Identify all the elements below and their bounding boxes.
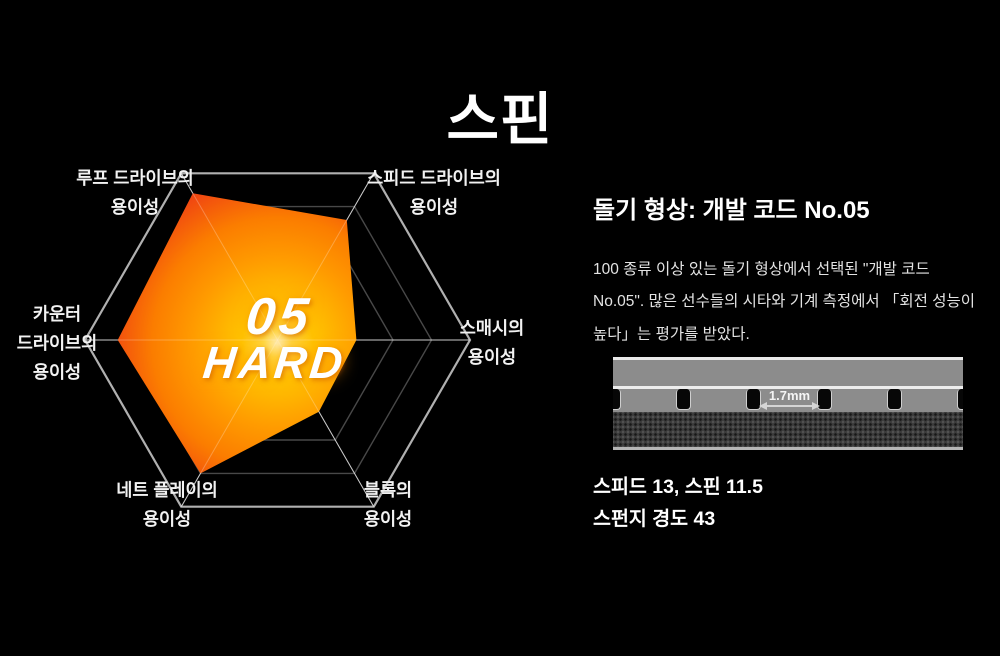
radar-chart-svg bbox=[83, 172, 472, 508]
label-line: 스매시의 bbox=[459, 318, 525, 338]
radar-label-net-play: 네트 플레이의 용이성 bbox=[57, 476, 277, 534]
label-line: 스피드 드라이브의 bbox=[367, 168, 501, 188]
page-title: 스핀 bbox=[446, 88, 554, 153]
topsheet-separator bbox=[613, 386, 963, 389]
pimple-slot bbox=[676, 388, 691, 410]
rubber-cross-section-diagram: 1.7mm bbox=[613, 357, 963, 453]
radar-data-polygon bbox=[117, 193, 357, 474]
details-panel: 돌기 형상: 개발 코드 No.05 100 종류 이상 있는 돌기 형상에서 … bbox=[593, 0, 993, 656]
label-line: 루프 드라이브의 bbox=[76, 168, 194, 188]
label-line: 용이성 bbox=[32, 362, 82, 382]
measure-arrowhead-right-icon bbox=[812, 401, 820, 410]
label-line: 용이성 bbox=[467, 347, 517, 367]
label-line: 용이성 bbox=[142, 509, 192, 529]
radar-grid-and-series bbox=[83, 172, 472, 508]
description-paragraph: 100 종류 이상 있는 돌기 형상에서 선택된 "개발 코드 No.05". … bbox=[593, 260, 976, 343]
spec-speed-spin: 스피드 13, 스핀 11.5 bbox=[593, 476, 763, 498]
radar-label-counter-drive: 카운터 드라이브의 용이성 bbox=[0, 300, 167, 387]
radar-spoke-overlay bbox=[180, 339, 278, 507]
pimple-slot bbox=[746, 388, 761, 410]
radar-label-smash: 스매시의 용이성 bbox=[382, 314, 602, 372]
pimple-slot bbox=[887, 388, 902, 410]
radar-spoke-overlay bbox=[180, 173, 278, 341]
measure-arrowhead-left-icon bbox=[759, 401, 767, 410]
radar-label-speed-drive: 스피드 드라이브의 용이성 bbox=[324, 164, 544, 222]
label-line: 블록의 bbox=[363, 480, 413, 500]
spec-sponge-hardness: 스펀지 경도 43 bbox=[593, 508, 716, 530]
pimple-slot bbox=[817, 388, 832, 410]
radar-label-loop-drive: 루프 드라이브의 용이성 bbox=[25, 164, 245, 222]
label-line: 드라이브의 bbox=[16, 333, 98, 353]
label-line: 용이성 bbox=[409, 197, 459, 217]
radar-chart: 루프 드라이브의 용이성 스피드 드라이브의 용이성 스매시의 용이성 블록의 … bbox=[0, 140, 560, 580]
label-line: 용이성 bbox=[110, 197, 160, 217]
badge-line-05: 05 bbox=[243, 288, 316, 347]
pimple-slot bbox=[613, 388, 621, 410]
radar-spoke-overlay bbox=[277, 173, 375, 341]
topsheet-layer bbox=[613, 360, 963, 386]
measure-arrow bbox=[763, 405, 816, 407]
radar-center-badge: 05 HARD bbox=[200, 288, 353, 389]
radar-label-block: 블록의 용이성 bbox=[278, 476, 498, 534]
label-line: 네트 플레이의 bbox=[116, 480, 218, 500]
section-heading: 돌기 형상: 개발 코드 No.05 bbox=[593, 196, 870, 224]
pimple-slot bbox=[957, 388, 963, 410]
sponge-bottom-line bbox=[613, 447, 963, 450]
label-line: 카운터 bbox=[32, 304, 82, 324]
pimple-layer bbox=[613, 388, 963, 412]
sponge-layer bbox=[613, 412, 963, 447]
label-line: 용이성 bbox=[363, 509, 413, 529]
badge-line-hard: HARD bbox=[200, 337, 349, 389]
measure-label: 1.7mm bbox=[768, 388, 811, 403]
radar-spoke-overlay bbox=[277, 339, 375, 507]
topsheet-surface-line bbox=[613, 357, 963, 360]
